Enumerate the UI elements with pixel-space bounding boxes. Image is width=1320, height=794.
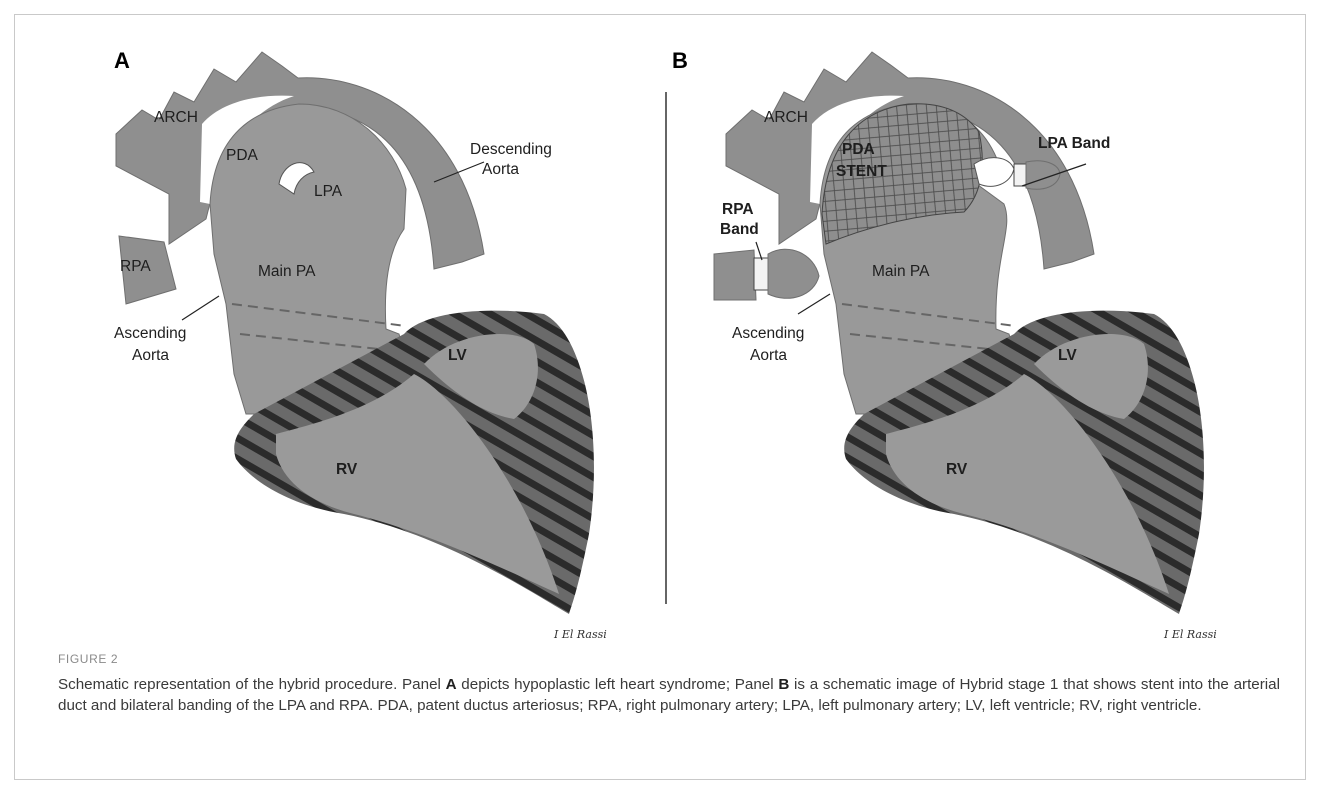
figure-caption: Schematic representation of the hybrid p… bbox=[58, 674, 1280, 716]
panel-a-letter: A bbox=[114, 48, 130, 73]
label-main-pa-b: Main PA bbox=[872, 263, 930, 280]
caption-text-1: Schematic representation of the hybrid p… bbox=[58, 676, 446, 693]
label-lv-b: LV bbox=[1058, 347, 1077, 364]
label-pda-stent-2: STENT bbox=[836, 163, 887, 180]
figure-label: FIGURE 2 bbox=[58, 652, 118, 666]
label-descending-1: Descending bbox=[470, 141, 552, 158]
label-rpa-band-1: RPA bbox=[722, 201, 754, 218]
label-ascending-b-1: Ascending bbox=[732, 325, 804, 342]
heart-illustration: A ARCH PDA LPA Descen bbox=[14, 14, 1306, 644]
label-rv-b: RV bbox=[946, 461, 968, 478]
label-pda: PDA bbox=[226, 147, 259, 164]
label-pda-stent-1: PDA bbox=[842, 141, 875, 158]
rpa-band bbox=[714, 249, 819, 300]
label-lv: LV bbox=[448, 347, 467, 364]
label-main-pa: Main PA bbox=[258, 263, 316, 280]
label-arch-b: ARCH bbox=[764, 109, 808, 126]
panel-b-letter: B bbox=[672, 48, 688, 73]
signature-a: I El Rassi bbox=[553, 628, 607, 641]
label-descending-2: Aorta bbox=[482, 161, 519, 178]
signature-b: I El Rassi bbox=[1163, 628, 1217, 641]
caption-panel-a: A bbox=[446, 676, 457, 693]
caption-text-2: depicts hypoplastic left heart syndrome;… bbox=[457, 676, 779, 693]
panel-b: B ARCH bbox=[672, 48, 1217, 641]
panel-a: A ARCH PDA LPA Descen bbox=[114, 48, 607, 641]
label-ascending-b-2: Aorta bbox=[750, 347, 787, 364]
label-rpa: RPA bbox=[120, 258, 151, 275]
label-lpa-band: LPA Band bbox=[1038, 135, 1110, 152]
label-ascending-2: Aorta bbox=[132, 347, 169, 364]
label-rv: RV bbox=[336, 461, 358, 478]
caption-panel-b: B bbox=[778, 676, 789, 693]
label-rpa-band-2: Band bbox=[720, 221, 759, 238]
label-lpa: LPA bbox=[314, 183, 343, 200]
label-ascending-1: Ascending bbox=[114, 325, 186, 342]
label-arch: ARCH bbox=[154, 109, 198, 126]
